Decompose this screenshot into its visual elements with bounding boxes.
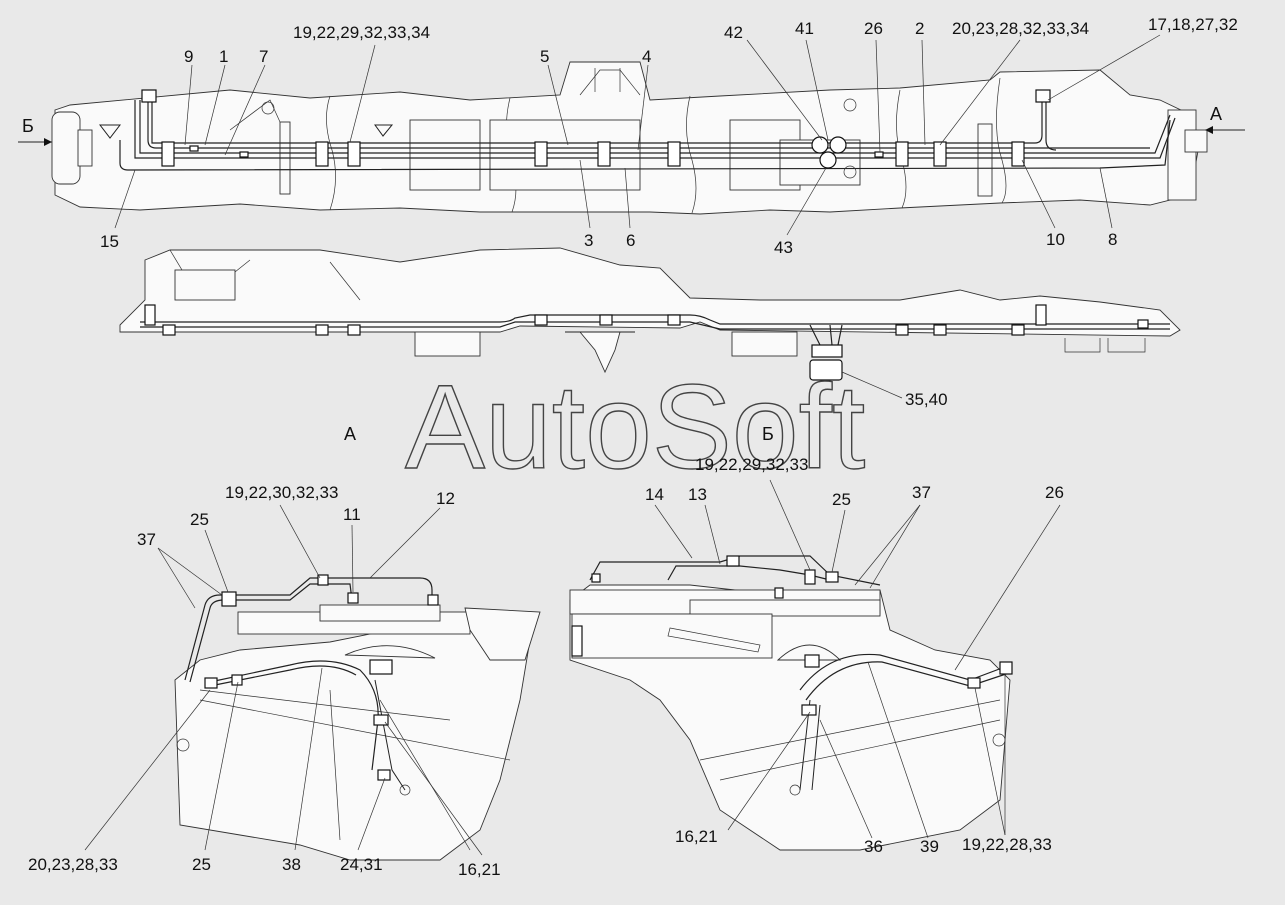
top-bracket bbox=[579, 69, 641, 96]
view-b-title: Б bbox=[762, 424, 774, 444]
callout-top: 1 bbox=[219, 47, 228, 66]
callout-top: 5 bbox=[540, 47, 549, 66]
callout-view-b: 13 bbox=[688, 485, 707, 504]
view-b-cylinder bbox=[689, 599, 881, 617]
callout-top: 6 bbox=[626, 231, 635, 250]
lift-eye-left bbox=[98, 124, 122, 139]
callout-view-b: 36 bbox=[864, 837, 883, 856]
callout-view-a: 12 bbox=[436, 489, 455, 508]
side-drop-pipes bbox=[809, 324, 843, 346]
callout-top: 2 bbox=[915, 19, 924, 38]
callout-top: 41 bbox=[795, 19, 814, 38]
center-plate bbox=[489, 119, 641, 191]
left-hub-flange bbox=[77, 129, 93, 167]
callout-view-b: 19,22,28,33 bbox=[962, 835, 1052, 854]
arrow-label-b: Б bbox=[22, 116, 34, 136]
left-hub bbox=[51, 111, 81, 185]
break-line-1 bbox=[326, 95, 336, 211]
callout-view-b: 25 bbox=[832, 490, 851, 509]
side-weight-2 bbox=[731, 331, 798, 357]
view-a-bracket bbox=[464, 607, 541, 661]
valve-block bbox=[811, 136, 857, 179]
watermark: AutoSoft bbox=[405, 360, 865, 494]
break-line-3 bbox=[686, 95, 697, 214]
view-b-cover bbox=[776, 644, 842, 661]
callout-view-b: 16,21 bbox=[675, 827, 718, 846]
side-handle-2 bbox=[1107, 338, 1146, 353]
callout-view-a: 20,23,28,33 bbox=[28, 855, 118, 874]
bracket-left bbox=[229, 99, 281, 131]
callout-top: 3 bbox=[584, 231, 593, 250]
callout-view-a: 11 bbox=[343, 505, 361, 524]
arrow-label-a: А bbox=[1210, 104, 1222, 124]
callout-top: 15 bbox=[100, 232, 119, 251]
callout-top: 20,23,28,32,33,34 bbox=[952, 19, 1089, 38]
side-weight-1 bbox=[414, 331, 481, 357]
callout-top: 19,22,29,32,33,34 bbox=[293, 23, 430, 42]
connector-left bbox=[141, 89, 157, 103]
callout-view-a: 16,21 bbox=[458, 860, 501, 879]
bolt-left bbox=[261, 101, 275, 115]
cross-member-1 bbox=[409, 119, 481, 191]
right-hub bbox=[1167, 109, 1197, 201]
connector-right bbox=[1035, 89, 1051, 103]
callout-top: 43 bbox=[774, 238, 793, 257]
view-a-pipe-12 bbox=[184, 577, 433, 681]
callout-top: 26 bbox=[864, 19, 883, 38]
right-flange bbox=[1184, 129, 1208, 153]
callout-view-b: 26 bbox=[1045, 483, 1064, 502]
callout-view-b: 19,22,29,32,33 bbox=[695, 455, 808, 474]
bolt-right bbox=[843, 98, 857, 112]
coupling-35-40 bbox=[809, 359, 843, 381]
leader-lines bbox=[84, 34, 1161, 856]
side-block bbox=[174, 269, 236, 301]
view-b-detail bbox=[569, 555, 1013, 851]
main-pipe-bundle bbox=[119, 100, 1176, 171]
callout-top: 8 bbox=[1108, 230, 1117, 249]
callout-view-b: 37 bbox=[912, 483, 931, 502]
view-a-hose bbox=[209, 660, 379, 771]
callout-view-b: 14 bbox=[645, 485, 664, 504]
cross-member-3 bbox=[977, 123, 993, 197]
view-a-cylinder bbox=[319, 604, 441, 622]
callout-view-a: 25 bbox=[192, 855, 211, 874]
callout-middle: 35,40 bbox=[905, 390, 948, 409]
callout-top: 4 bbox=[642, 47, 651, 66]
view-arrows bbox=[18, 126, 1245, 146]
view-a-pipe-11 bbox=[189, 583, 353, 683]
callout-top: 17,18,27,32 bbox=[1148, 15, 1238, 34]
callout-view-b: 39 bbox=[920, 837, 939, 856]
callout-view-a: 38 bbox=[282, 855, 301, 874]
view-a-detail bbox=[174, 574, 541, 861]
clamps-top bbox=[161, 141, 1025, 167]
callout-view-a: 37 bbox=[137, 530, 156, 549]
view-b-slot-plate bbox=[571, 613, 773, 659]
lift-eye-mid bbox=[374, 124, 394, 137]
callout-view-a: 24,31 bbox=[340, 855, 383, 874]
side-handle-1 bbox=[1064, 338, 1101, 353]
callout-view-a: 25 bbox=[190, 510, 209, 529]
side-clamps bbox=[144, 304, 1149, 336]
break-line-5 bbox=[996, 77, 1007, 204]
callout-top: 7 bbox=[259, 47, 268, 66]
view-b-hose bbox=[799, 653, 1011, 691]
view-a-title: А bbox=[344, 424, 356, 444]
callout-top: 42 bbox=[724, 23, 743, 42]
callout-top: 9 bbox=[184, 47, 193, 66]
view-a-cover bbox=[344, 645, 436, 659]
frame-outline-side bbox=[119, 247, 1181, 337]
callout-view-a: 19,22,30,32,33 bbox=[225, 483, 338, 502]
view-b-slot bbox=[667, 627, 761, 653]
view-a-frame bbox=[174, 619, 531, 861]
side-view bbox=[119, 247, 1181, 381]
top-view bbox=[51, 61, 1208, 215]
callout-top: 10 bbox=[1046, 230, 1065, 249]
